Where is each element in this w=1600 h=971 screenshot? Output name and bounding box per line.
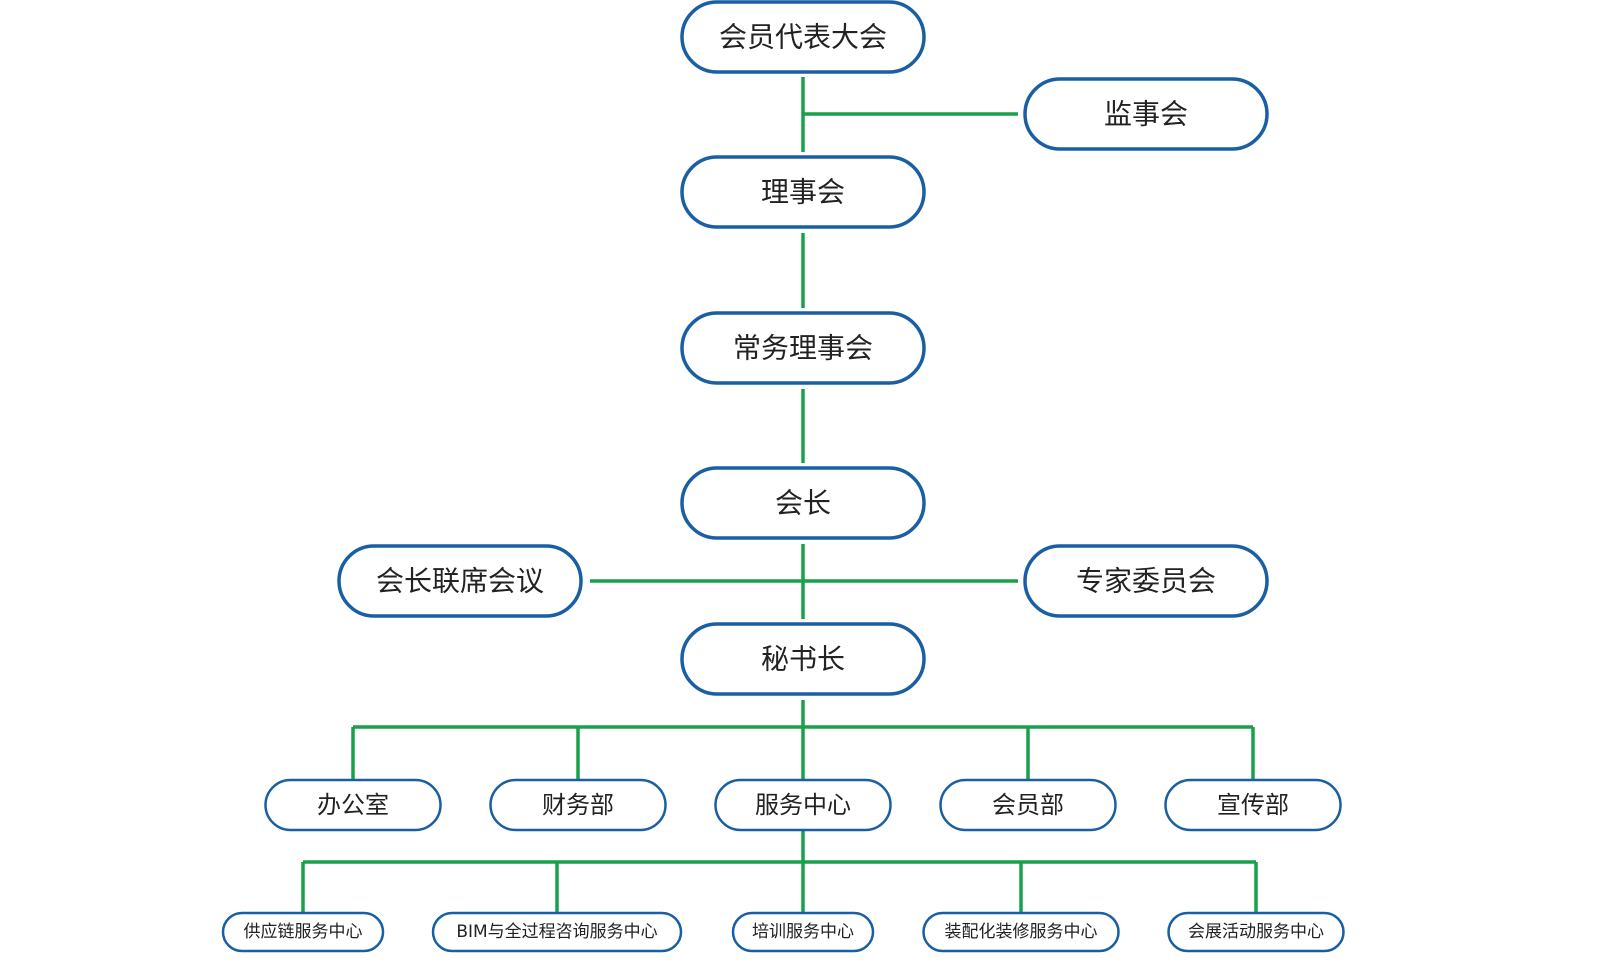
node-label: BIM与全过程咨询服务中心 [456, 922, 657, 942]
node-box [680, 155, 926, 229]
node-secretary-general: 秘书长 [680, 622, 926, 696]
node-service-center: 服务中心 [714, 778, 892, 832]
node-label: 会员代表大会 [719, 21, 887, 54]
node-bim-consulting-center: BIM与全过程咨询服务中心 [431, 911, 683, 953]
node-council: 理事会 [680, 155, 926, 229]
node-box [1023, 77, 1269, 151]
node-exhibition-center: 会展活动服务中心 [1167, 911, 1345, 953]
node-office: 办公室 [264, 778, 442, 832]
node-label: 服务中心 [755, 791, 851, 819]
node-box [221, 911, 385, 953]
node-box [489, 778, 667, 832]
node-label: 会长联席会议 [376, 565, 544, 598]
node-label: 理事会 [761, 176, 845, 209]
node-supply-chain-center: 供应链服务中心 [221, 911, 385, 953]
node-membership-dept: 会员部 [939, 778, 1117, 832]
node-member-congress: 会员代表大会 [680, 0, 926, 74]
node-box [264, 778, 442, 832]
node-standing-council: 常务理事会 [680, 311, 926, 385]
node-box [680, 466, 926, 540]
node-box [1164, 778, 1342, 832]
node-box [680, 0, 926, 74]
node-box [1023, 544, 1269, 618]
node-label: 会员部 [992, 791, 1064, 819]
node-box [714, 778, 892, 832]
node-box [1167, 911, 1345, 953]
node-box [922, 911, 1120, 953]
node-label: 财务部 [542, 791, 614, 819]
node-label: 培训服务中心 [752, 922, 854, 942]
node-label: 专家委员会 [1076, 565, 1216, 598]
node-label: 装配化装修服务中心 [945, 922, 1098, 942]
node-label: 监事会 [1104, 98, 1188, 131]
node-label: 宣传部 [1217, 791, 1289, 819]
node-label: 会展活动服务中心 [1188, 922, 1324, 942]
node-box [337, 544, 583, 618]
node-presidents-joint-meeting: 会长联席会议 [337, 544, 583, 618]
node-publicity-dept: 宣传部 [1164, 778, 1342, 832]
node-label: 供应链服务中心 [244, 922, 363, 942]
node-label: 秘书长 [761, 643, 845, 676]
node-label: 办公室 [317, 791, 389, 819]
node-prefab-decoration-center: 装配化装修服务中心 [922, 911, 1120, 953]
node-training-center: 培训服务中心 [731, 911, 875, 953]
node-box [939, 778, 1117, 832]
node-box [731, 911, 875, 953]
node-expert-committee: 专家委员会 [1023, 544, 1269, 618]
node-box [680, 622, 926, 696]
node-label: 常务理事会 [733, 332, 873, 365]
node-supervisory-board: 监事会 [1023, 77, 1269, 151]
connector-lines [301, 77, 1258, 913]
node-box [680, 311, 926, 385]
node-label: 会长 [775, 487, 831, 520]
node-box [431, 911, 683, 953]
node-president: 会长 [680, 466, 926, 540]
node-finance-dept: 财务部 [489, 778, 667, 832]
